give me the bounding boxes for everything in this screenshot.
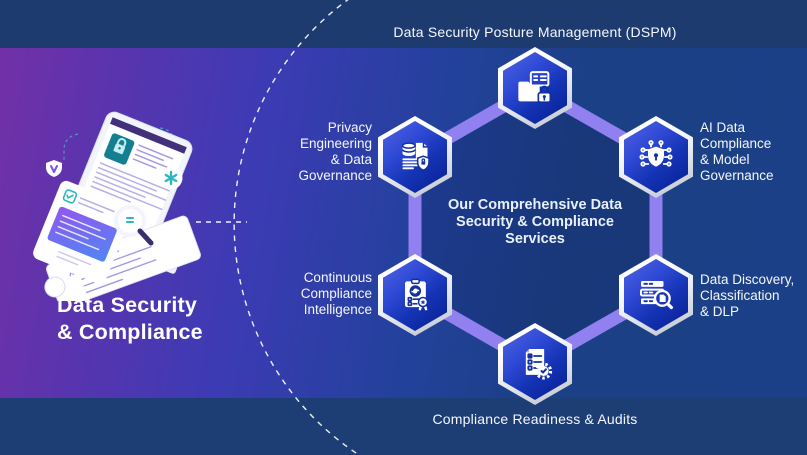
dspm-banner-label: Data Security Posture Management (DSPM) — [393, 24, 677, 40]
dashed-accent — [159, 127, 175, 152]
bottom-band — [0, 398, 807, 455]
data-security-illustration — [33, 111, 201, 301]
label-data-discovery: Data Discovery, Classification & DLP — [700, 272, 795, 319]
top-band — [0, 0, 807, 48]
left-panel-title: Data Security & Compliance — [57, 293, 203, 344]
database-doc-shield-icon — [401, 142, 430, 171]
checklist-gear-icon — [525, 349, 553, 380]
shield-badge-icon — [46, 160, 62, 177]
dashed-arc — [233, 0, 361, 455]
diagram-center-title: Our Comprehensive Data Security & Compli… — [447, 197, 623, 247]
asterisk-badge-icon — [159, 166, 183, 190]
checklist-card — [33, 180, 133, 284]
label-continuous-compliance: Continuous Compliance Intelligence — [300, 270, 372, 317]
audits-banner-label: Compliance Readiness & Audits — [432, 411, 638, 427]
label-privacy-engineering: Privacy Engineering & Data Governance — [298, 120, 372, 183]
ai-shield-circuit-icon — [639, 140, 673, 167]
clipboard-sync-ribbon-icon — [405, 278, 429, 311]
label-ai-data-compliance: AI Data Compliance & Model Governance — [700, 120, 774, 183]
folder-lock-icon — [518, 71, 552, 104]
server-search-icon — [640, 281, 673, 310]
dashed-accent — [63, 133, 79, 162]
magnifier-icon — [114, 205, 154, 246]
